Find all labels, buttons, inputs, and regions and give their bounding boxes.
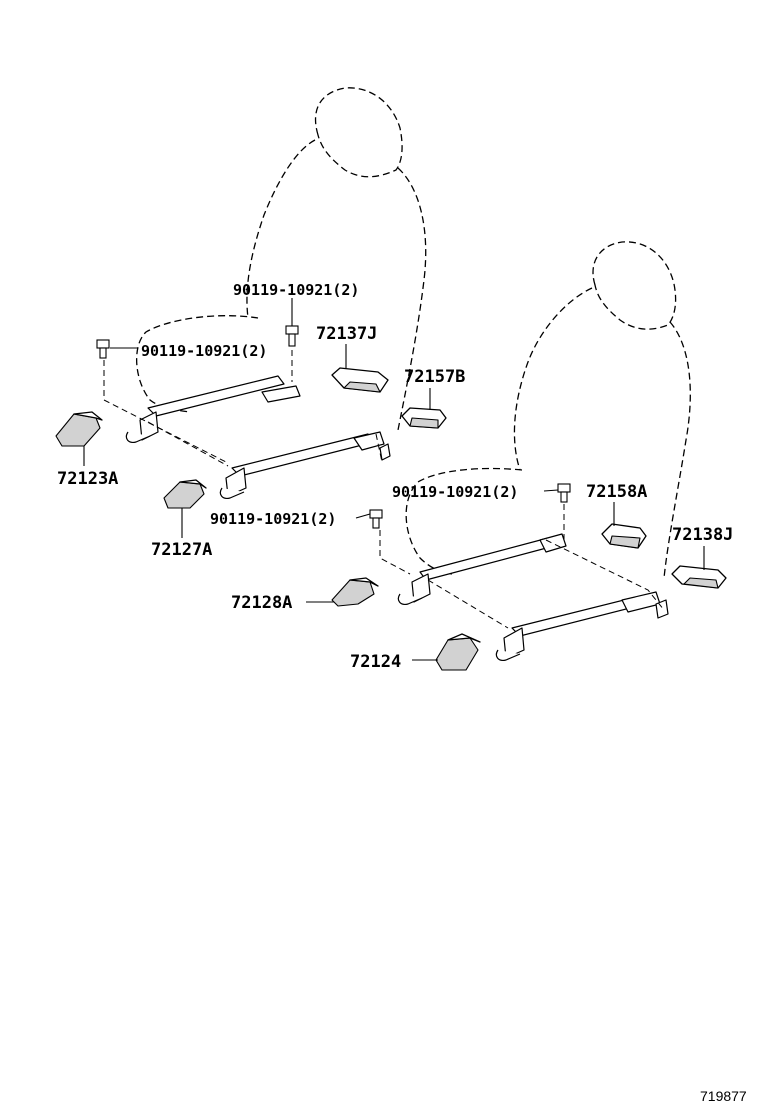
label-72158A: 72158A xyxy=(586,482,647,502)
right-seat-rails xyxy=(397,533,669,661)
right-seat-guides xyxy=(379,504,665,629)
cover-72157B-icon xyxy=(401,407,447,429)
cover-72127A-icon xyxy=(163,479,207,509)
label-bolt-front-left: 90119-10921(2) xyxy=(210,510,336,528)
label-72138J: 72138J xyxy=(672,525,733,545)
left-seat-rails xyxy=(125,375,391,499)
label-72123A: 72123A xyxy=(57,469,118,489)
label-72124: 72124 xyxy=(350,652,401,672)
label-72128A: 72128A xyxy=(231,593,292,613)
label-72157B: 72157B xyxy=(404,367,465,387)
label-72137J: 72137J xyxy=(316,324,377,344)
reference-number: 719877 xyxy=(700,1088,747,1104)
cover-72138J-icon xyxy=(671,565,727,589)
cover-72158A-icon xyxy=(601,523,647,549)
bolt-left-icon xyxy=(96,339,110,359)
label-bolt-right: 90119-10921(2) xyxy=(392,483,518,501)
cover-72137J-icon xyxy=(331,367,389,393)
left-seat-guides xyxy=(103,340,383,467)
label-bolt-left: 90119-10921(2) xyxy=(141,342,267,360)
cover-72128A-icon xyxy=(331,577,379,607)
cover-72123A-icon xyxy=(55,411,103,447)
leader-lines xyxy=(83,298,705,661)
label-72127A: 72127A xyxy=(151,540,212,560)
label-bolt-upper: 90119-10921(2) xyxy=(233,281,359,299)
bolt-right-icon xyxy=(557,483,571,503)
cover-72124-icon xyxy=(435,633,481,671)
right-seat-outline xyxy=(405,241,691,579)
bolt-front-left-icon xyxy=(369,509,383,529)
bolt-upper-icon xyxy=(285,325,299,347)
